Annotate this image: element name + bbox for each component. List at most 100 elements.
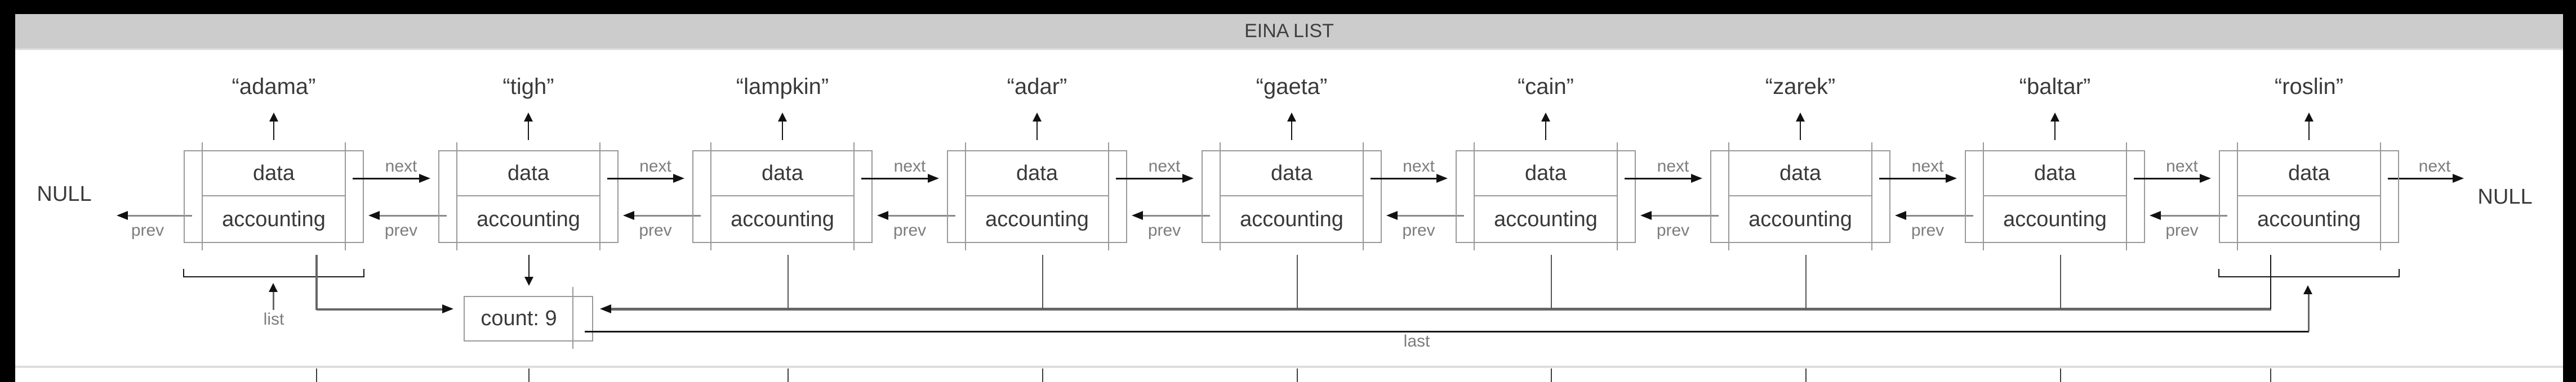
- node-port-separator-right: [1617, 142, 1618, 250]
- null-left-label: NULL: [37, 182, 92, 206]
- data-cell: data: [1779, 161, 1821, 185]
- node-port-separator-left: [1474, 142, 1475, 250]
- title-bar: EINA LIST: [15, 14, 2563, 50]
- next-label: next: [2166, 157, 2198, 176]
- node-port-separator-left: [1728, 142, 1729, 250]
- node-cell-divider: [1474, 195, 1617, 196]
- prev-arrow: [1143, 215, 1210, 217]
- bracket-tick-left: [183, 269, 184, 277]
- name-arrow-shaft: [273, 122, 275, 140]
- node-port-separator-right: [2380, 142, 2381, 250]
- prev-label-left-end: prev: [131, 221, 164, 240]
- accounting-merge-line: [611, 308, 2271, 311]
- node-box: [438, 150, 619, 243]
- node-box: [692, 150, 873, 243]
- name-arrow-shaft: [1545, 122, 1547, 140]
- data-cell: data: [1271, 161, 1313, 185]
- node-cell-divider: [1220, 195, 1363, 196]
- next-label: next: [1403, 157, 1435, 176]
- node-port-separator-left: [710, 142, 711, 250]
- data-cell: data: [2034, 161, 2076, 185]
- next-label: next: [1148, 157, 1181, 176]
- node-name: “zarek”: [1765, 74, 1836, 99]
- node-port-separator-left: [202, 142, 203, 250]
- prev-arrow: [1906, 215, 1973, 217]
- prev-arrow: [634, 215, 701, 217]
- data-cell: data: [1525, 161, 1567, 185]
- accounting-connector-arrowhead: [524, 277, 533, 286]
- below-divider-stub: [1042, 368, 1044, 382]
- node-port-separator-right: [1363, 142, 1364, 250]
- prev-arrow: [380, 215, 447, 217]
- prev-arrowhead: [368, 211, 380, 220]
- accounting-connector: [2270, 255, 2272, 309]
- next-label: next: [1911, 157, 1944, 176]
- prev-label: prev: [1402, 221, 1435, 240]
- node-port-separator-left: [1220, 142, 1221, 250]
- below-divider-stub: [1296, 368, 1298, 382]
- null-right-label: NULL: [2477, 185, 2533, 209]
- node-cell-divider: [1729, 195, 1872, 196]
- prev-arrowhead-to-null: [117, 211, 128, 220]
- accounting-connector-horizontal: [317, 308, 442, 311]
- data-cell: data: [508, 161, 549, 185]
- prev-label: prev: [639, 221, 672, 240]
- next-label: next: [385, 157, 417, 176]
- data-cell: data: [2288, 161, 2330, 185]
- accounting-connector-arrowhead: [442, 304, 453, 313]
- name-arrowhead: [1796, 113, 1805, 122]
- last-label: last: [1403, 332, 1430, 350]
- count-box: [464, 296, 593, 341]
- accounting-connector: [1805, 255, 1807, 309]
- next-label: next: [639, 157, 671, 176]
- next-arrow-to-null: [2388, 178, 2453, 179]
- last-pointer-riser: [2307, 294, 2310, 331]
- next-arrow: [353, 178, 419, 179]
- name-arrowhead: [2304, 113, 2313, 122]
- node-port-separator-right: [2126, 142, 2127, 250]
- next-arrowhead: [1436, 174, 1448, 183]
- count-box-port-divider: [572, 287, 573, 349]
- bracket-tick-right: [2399, 269, 2400, 277]
- node-box: [1456, 150, 1636, 243]
- data-cell: data: [1016, 161, 1058, 185]
- next-label: next: [893, 157, 926, 176]
- last-pointer-line: [585, 331, 2309, 332]
- node-cell-divider: [711, 195, 854, 196]
- node-port-separator-left: [965, 142, 966, 250]
- prev-arrow: [2161, 215, 2227, 217]
- prev-label: prev: [1656, 221, 1690, 240]
- node-cell-divider: [457, 195, 600, 196]
- next-arrowhead: [1182, 174, 1194, 183]
- next-arrowhead: [1946, 174, 1957, 183]
- node-name: “gaeta”: [1256, 74, 1328, 99]
- name-arrowhead: [778, 113, 787, 122]
- node-cell-divider: [2237, 195, 2381, 196]
- next-arrow: [2134, 178, 2200, 179]
- name-arrow-shaft: [781, 122, 784, 140]
- accounting-connector: [2059, 255, 2062, 309]
- prev-arrowhead: [623, 211, 634, 220]
- accounting-connector: [1042, 255, 1044, 309]
- accounting-cell: accounting: [477, 207, 580, 231]
- prev-arrowhead: [1640, 211, 1652, 220]
- node-name: “adar”: [1007, 74, 1067, 99]
- frame-left-edge: [0, 0, 15, 382]
- name-arrowhead: [524, 113, 533, 122]
- node-port-separator-right: [1108, 142, 1109, 250]
- node-box: [1965, 150, 2145, 243]
- data-cell: data: [253, 161, 295, 185]
- accounting-cell: accounting: [1240, 207, 1343, 231]
- node-box: [1202, 150, 1382, 243]
- prev-arrowhead: [1386, 211, 1398, 220]
- prev-arrow: [1398, 215, 1464, 217]
- next-arrow: [1116, 178, 1182, 179]
- bracket-tick-right: [363, 269, 364, 277]
- name-arrow-shaft: [1291, 122, 1293, 140]
- name-arrowhead: [1287, 113, 1296, 122]
- next-arrow: [861, 178, 928, 179]
- prev-arrowhead: [877, 211, 888, 220]
- name-arrowhead: [1033, 113, 1042, 122]
- name-arrowhead: [1541, 113, 1550, 122]
